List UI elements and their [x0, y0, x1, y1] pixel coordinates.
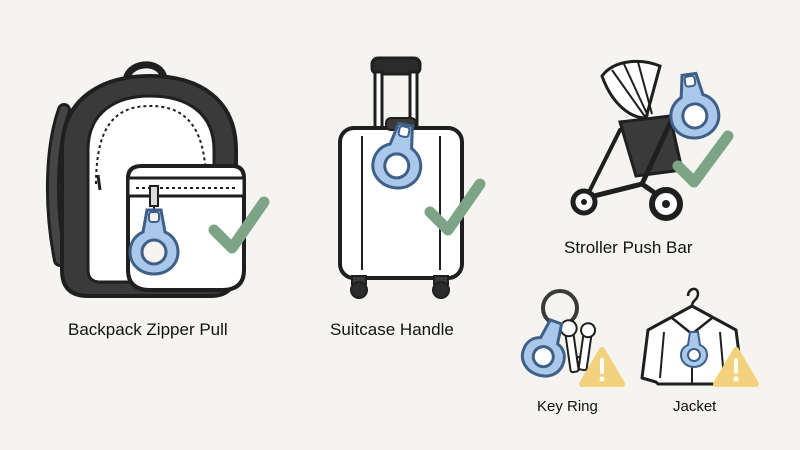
stroller-illustration	[570, 59, 693, 221]
jacket-label: Jacket	[673, 398, 717, 415]
backpack-label: Backpack Zipper Pull	[68, 320, 228, 339]
backpack-illustration	[45, 61, 246, 298]
checkmark-icon	[424, 178, 486, 236]
warning-icon	[579, 347, 625, 387]
tracker-tag-icon	[128, 208, 180, 276]
tracker-tag-icon	[520, 318, 566, 378]
checkmark-icon	[672, 130, 734, 188]
suitcase-label: Suitcase Handle	[330, 320, 454, 339]
keyring-label: Key Ring	[537, 398, 598, 415]
keyring-illustration	[541, 289, 597, 374]
tracker-tag-icon	[371, 121, 423, 190]
tracker-tag-icon	[679, 331, 709, 369]
warning-icon	[713, 347, 759, 387]
checkmark-icon	[208, 196, 270, 254]
tracker-tag-icon	[669, 71, 721, 140]
stroller-label: Stroller Push Bar	[564, 238, 693, 257]
